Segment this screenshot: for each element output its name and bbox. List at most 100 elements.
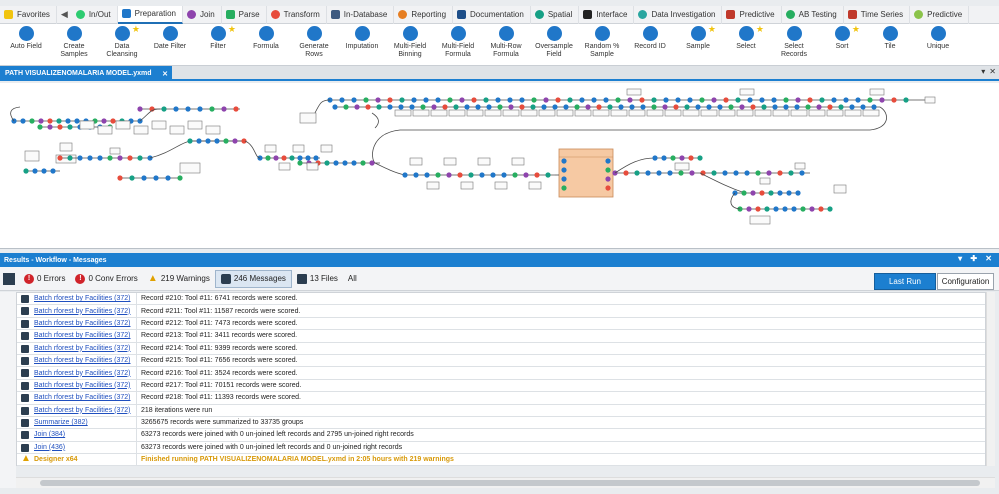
warning-icon: ▲ (147, 273, 158, 284)
configuration-button[interactable]: Configuration (937, 273, 994, 290)
category-tab[interactable]: In/Out (72, 5, 118, 24)
category-icon (121, 9, 131, 18)
tool-button[interactable]: Filter★ (194, 24, 242, 66)
panel-controls[interactable]: ▾ ✚ ✕ (958, 254, 995, 263)
message-source-link[interactable]: Batch rforest by Facilities (372) (34, 319, 131, 327)
tool-button[interactable]: Tile (866, 24, 914, 66)
last-run-button[interactable]: Last Run (874, 273, 936, 290)
workflow-node (209, 106, 215, 112)
message-source-link[interactable]: Batch rforest by Facilities (372) (34, 295, 131, 303)
tool-button[interactable]: Data Cleansing★ (98, 24, 146, 66)
message-row[interactable]: Batch rforest by Facilities (372)Record … (17, 317, 985, 331)
close-tab-icon[interactable]: ✕ (162, 70, 168, 78)
category-tab[interactable]: Interface (579, 5, 635, 24)
message-row[interactable]: Batch rforest by Facilities (372)Record … (17, 354, 985, 368)
category-tab[interactable]: Preparation (117, 5, 183, 24)
comment-box (443, 157, 457, 166)
tool-button[interactable]: Auto Field (2, 24, 50, 66)
category-tab[interactable]: Transform (267, 5, 327, 24)
grid-view-icon[interactable] (3, 272, 15, 285)
category-tab[interactable]: Favorites (0, 5, 57, 24)
filter-all[interactable]: All (343, 270, 362, 288)
filter-errors[interactable]: ! 0 Errors (19, 270, 70, 288)
message-row[interactable]: Batch rforest by Facilities (372)Record … (17, 379, 985, 393)
scroll-left-arrow-icon[interactable]: ◀ (60, 9, 68, 19)
tool-button[interactable]: Generate Rows (290, 24, 338, 66)
message-row[interactable]: Batch rforest by Facilities (372)Record … (17, 305, 985, 318)
comment-box (494, 181, 508, 190)
category-tab[interactable]: Documentation (453, 5, 531, 24)
message-source-link[interactable]: Batch rforest by Facilities (372) (34, 369, 131, 377)
workflow-connector (374, 162, 406, 176)
message-source-link[interactable]: Batch rforest by Facilities (372) (34, 332, 131, 340)
message-row[interactable]: Batch rforest by Facilities (372)Record … (17, 367, 985, 380)
tool-button[interactable]: Random % Sample (578, 24, 626, 66)
message-source-link[interactable]: Batch rforest by Facilities (372) (34, 381, 131, 389)
category-tab[interactable]: Reporting (394, 5, 454, 24)
tool-button[interactable]: Multi-Row Formula (482, 24, 530, 66)
message-row[interactable]: Batch rforest by Facilities (372)218 ite… (17, 404, 985, 417)
message-icon (21, 381, 29, 390)
workflow-node (342, 160, 348, 166)
tool-button[interactable]: Select★ (722, 24, 770, 66)
message-row[interactable]: Batch rforest by Facilities (372)Record … (17, 342, 985, 355)
filter-files[interactable]: 13 Files (292, 270, 343, 288)
close-icon[interactable]: ✕ (989, 67, 996, 76)
message-source-link[interactable]: Batch rforest by Facilities (372) (34, 394, 131, 402)
message-row[interactable]: Batch rforest by Facilities (372)Record … (17, 330, 985, 343)
category-tab[interactable]: Spatial (531, 5, 580, 24)
message-source-link[interactable]: Designer x64 (34, 456, 78, 464)
tool-button[interactable]: Sample★ (674, 24, 722, 66)
tool-button[interactable]: Record ID (626, 24, 674, 66)
tool-button[interactable]: Date Filter (146, 24, 194, 66)
category-tab[interactable]: Predictive (722, 5, 782, 24)
category-tab[interactable]: Predictive (910, 5, 970, 24)
category-tab[interactable]: Parse (222, 5, 267, 24)
tool-button[interactable]: Select Records (770, 24, 818, 66)
tool-icon (498, 26, 514, 41)
tool-button[interactable]: Oversample Field (530, 24, 578, 66)
tool-button[interactable]: Multi-Field Binning (386, 24, 434, 66)
tool-button[interactable]: Sort★ (818, 24, 866, 66)
tool-button[interactable]: Imputation (338, 24, 386, 66)
tool-button[interactable]: Multi-Field Formula (434, 24, 482, 66)
comment-box (772, 109, 790, 117)
filter-conv-errors[interactable]: ! 0 Conv Errors (70, 270, 142, 288)
document-tab[interactable]: PATH VISUALIZENOMALARIA MODEL.yxmd ✕ (0, 66, 172, 81)
chevron-down-icon[interactable]: ▾ (981, 67, 986, 76)
filter-warnings[interactable]: ▲ 219 Warnings (143, 270, 215, 288)
tool-label: Multi-Row Formula (490, 43, 522, 58)
filter-messages[interactable]: 246 Messages (214, 269, 292, 288)
message-source-link[interactable]: Join (384) (34, 431, 66, 439)
tool-button[interactable]: Create Samples (50, 24, 98, 66)
workflow-canvas[interactable] (0, 83, 999, 249)
category-tab[interactable]: Time Series (844, 5, 911, 24)
message-row[interactable]: Summarize (382)3265675 records were summ… (17, 416, 985, 430)
workflow-node (531, 97, 537, 103)
tool-button[interactable]: Unique (914, 24, 962, 66)
message-source-link[interactable]: Summarize (382) (34, 419, 88, 427)
tool-button[interactable]: Formula (242, 24, 290, 66)
message-row[interactable]: Batch rforest by Facilities (372)Record … (17, 293, 985, 306)
category-tab[interactable]: In-Database (327, 5, 395, 24)
workflow-node (627, 97, 633, 103)
message-source-link[interactable]: Batch rforest by Facilities (372) (34, 406, 131, 414)
tool-label: Unique (926, 43, 950, 50)
workflow-node (819, 97, 825, 103)
message-row[interactable]: Join (436)63273 records were joined with… (17, 441, 985, 455)
message-row[interactable]: Join (384)63273 records were joined with… (17, 429, 985, 442)
workflow-node (783, 104, 789, 110)
category-tab[interactable]: Join (183, 5, 222, 24)
message-source-link[interactable]: Join (436) (34, 443, 66, 451)
message-source-link[interactable]: Batch rforest by Facilities (372) (34, 357, 131, 365)
message-source-link[interactable]: Batch rforest by Facilities (372) (34, 344, 131, 352)
message-row[interactable]: Batch rforest by Facilities (372)Record … (17, 392, 985, 405)
category-tab[interactable]: AB Testing (782, 5, 844, 24)
workflow-node (41, 168, 47, 174)
vertical-scrollbar[interactable] (986, 292, 995, 466)
category-tab[interactable]: Data Investigation (634, 5, 723, 24)
scrollbar-thumb[interactable] (40, 480, 980, 486)
message-source-link[interactable]: Batch rforest by Facilities (372) (34, 307, 131, 315)
horizontal-scrollbar[interactable] (16, 477, 995, 488)
